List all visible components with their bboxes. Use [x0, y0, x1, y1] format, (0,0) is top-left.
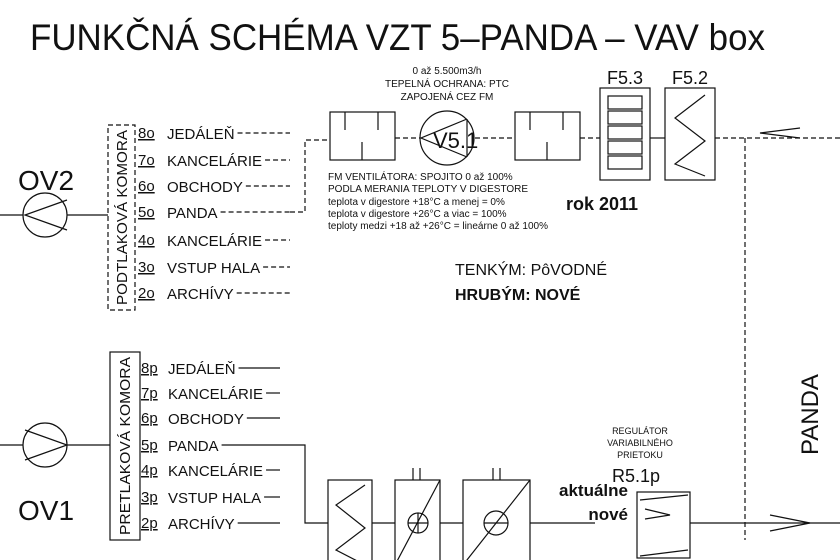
fan-v51-label: V5.1	[433, 128, 478, 153]
regulator-status: aktuálne	[559, 481, 628, 500]
supply-chamber-label: PRETLAKOVÁ KOMORA	[117, 357, 134, 535]
fan-v51: V5.1	[419, 110, 478, 166]
legend-thin: TENKÝM: PôVODNÉ	[455, 260, 607, 279]
silencer-1	[329, 111, 396, 161]
filter-f53: F5.3	[599, 68, 651, 181]
fan-note: TEPELNÁ OCHRANA: PTC	[385, 77, 509, 90]
fan-control-note: PODLA MERANIA TEPLOTY V DIGESTORE	[328, 184, 528, 195]
floor-branch: 2o ARCHÍVY	[138, 285, 290, 303]
supply-arrow-icon	[769, 514, 811, 532]
room-name: KANCELÁRIE	[168, 463, 263, 480]
room-name: VSTUP HALA	[168, 490, 261, 507]
filter-f52-label: F5.2	[672, 68, 708, 88]
fan-note: ZAPOJENÁ CEZ FM	[401, 90, 494, 103]
floor-branch: 8p JEDÁLEŇ	[141, 360, 280, 378]
floor-number: 7p	[141, 385, 158, 402]
ov2-label: OV2	[18, 165, 74, 196]
floor-number: 8p	[141, 360, 158, 377]
regulator-label: R5.1p	[612, 466, 660, 486]
floor-number: 8o	[138, 125, 155, 142]
floor-branch: 3o VSTUP HALA	[138, 259, 290, 277]
supply-filter	[327, 479, 373, 560]
floor-branch: 6p OBCHODY	[141, 410, 280, 428]
floor-branch: 8o JEDÁLEŇ	[138, 125, 290, 143]
floor-branch: 3p VSTUP HALA	[141, 489, 280, 507]
room-name: ARCHÍVY	[168, 516, 235, 533]
floor-number: 6p	[141, 410, 158, 427]
diagram-title: FUNKČNÁ SCHÉMA VZT 5–PANDA – VAV box	[30, 17, 765, 58]
room-name: ARCHÍVY	[167, 286, 234, 303]
floor-branch: 4p KANCELÁRIE	[141, 462, 280, 480]
floor-branch: 6o OBCHODY	[138, 178, 290, 196]
floor-branch: 5p PANDA	[141, 437, 280, 455]
floor-branch: 7o KANCELÁRIE	[138, 152, 290, 170]
floor-number: 3o	[138, 259, 155, 276]
fan-control-note: teplota v digestore +18°C a menej = 0%	[328, 197, 505, 208]
fan-control-note: FM VENTILÁTORA: SPOJITO 0 až 100%	[328, 170, 513, 183]
room-name: KANCELÁRIE	[168, 386, 263, 403]
room-name: VSTUP HALA	[167, 260, 260, 277]
room-name: OBCHODY	[168, 411, 244, 428]
room-name: KANCELÁRIE	[167, 153, 262, 170]
exhaust-fan-ov2: OV2	[0, 165, 108, 238]
fan-control-note: teplota v digestore +26°C a viac = 100%	[328, 209, 507, 220]
room-panda-label: PANDA	[797, 374, 824, 455]
floor-number: 4p	[141, 462, 158, 479]
exhaust-chamber: PODTLAKOVÁ KOMORA	[107, 124, 136, 311]
filter-f52: F5.2	[664, 68, 716, 181]
floor-number: 6o	[138, 178, 155, 195]
vav-regulator-r51p: REGULÁTOR VARIABILNÉHO PRIETOKU R5.1p ak…	[559, 426, 691, 559]
regulator-desc: REGULÁTOR	[612, 426, 668, 436]
room-name: KANCELÁRIE	[167, 233, 262, 250]
supply-chamber: PRETLAKOVÁ KOMORA	[109, 351, 141, 541]
room-name: JEDÁLEŇ	[168, 361, 236, 378]
exhaust-chamber-label: PODTLAKOVÁ KOMORA	[114, 130, 131, 305]
regulator-desc: PRIETOKU	[617, 450, 663, 460]
year-label: rok 2011	[566, 194, 638, 214]
floor-branch: 4o KANCELÁRIE	[138, 232, 290, 250]
floor-branch: 5o PANDA	[138, 204, 290, 222]
floor-branch: 7p KANCELÁRIE	[141, 385, 280, 403]
floor-number: 5o	[138, 204, 155, 221]
fan-control-note: teploty medzi +18 až +26°C = lineárne 0 …	[328, 221, 548, 232]
floor-number: 2p	[141, 515, 158, 532]
floor-number: 5p	[141, 437, 158, 454]
room-name: OBCHODY	[167, 179, 243, 196]
supply-fan-ov1: OV1	[0, 422, 110, 526]
ov1-label: OV1	[18, 495, 74, 526]
regulator-desc: VARIABILNÉHO	[607, 438, 673, 448]
floor-number: 3p	[141, 489, 158, 506]
heater	[394, 468, 441, 560]
room-name: PANDA	[168, 438, 219, 455]
floor-branch: 2p ARCHÍVY	[141, 515, 280, 533]
floor-number: 2o	[138, 285, 155, 302]
fan-note: 0 až 5.500m3/h	[413, 66, 482, 77]
silencer-2	[514, 111, 581, 161]
floor-number: 7o	[138, 152, 155, 169]
cooler	[462, 468, 531, 560]
regulator-status: nové	[588, 505, 628, 524]
legend-thick: HRUBÝM: NOVÉ	[455, 285, 581, 304]
exhaust-arrow-icon	[759, 127, 801, 139]
filter-f53-label: F5.3	[607, 68, 643, 88]
floor-number: 4o	[138, 232, 155, 249]
room-name: JEDÁLEŇ	[167, 126, 235, 143]
room-name: PANDA	[167, 205, 218, 222]
